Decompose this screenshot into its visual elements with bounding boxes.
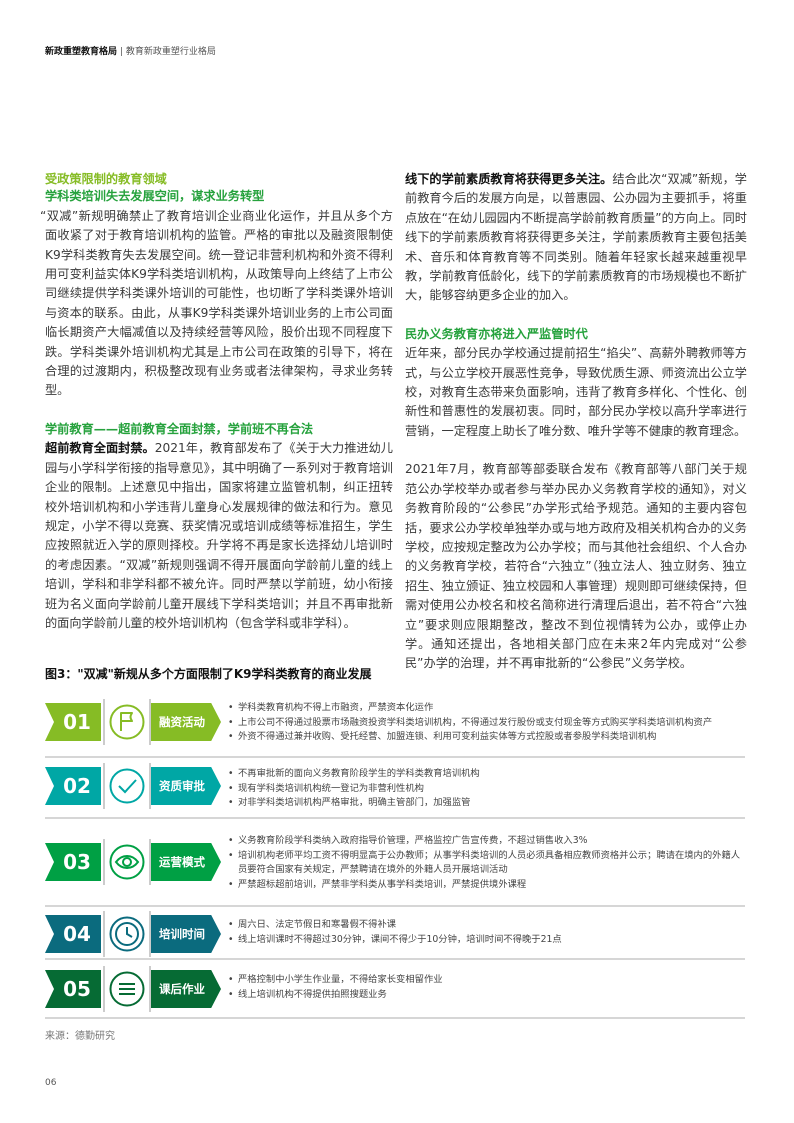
bullet: 线上培训机构不得提供拍照搜题业务 bbox=[228, 988, 748, 1003]
eye-icon bbox=[109, 844, 145, 880]
row-number: 04 bbox=[45, 915, 101, 953]
clock-icon bbox=[109, 916, 145, 952]
header-subtitle: 教育新政重塑行业格局 bbox=[125, 47, 216, 57]
flag-icon bbox=[109, 704, 145, 740]
paragraph: 线下的学前素质教育将获得更多关注。结合此次“双减”新规，学前教育今后的发展方向是… bbox=[405, 170, 747, 306]
header-section: 新政重塑教育格局 bbox=[45, 47, 118, 57]
check-icon bbox=[109, 768, 145, 804]
bullet: 义务教育阶段学科类纳入政府指导价管理，严格监控广告宣传费，不超过销售收入3% bbox=[228, 834, 748, 849]
bullet: 对非学科类培训机构严格审批，明确主管部门，加强监管 bbox=[228, 796, 748, 811]
bullet-list: 义务教育阶段学科类纳入政府指导价管理，严格监控广告宣传费，不超过销售收入3% 培… bbox=[228, 834, 748, 892]
section-heading: 民办义务教育亦将进入严监管时代 bbox=[405, 326, 588, 341]
bullet: 严禁超标超前培训，严禁非学科类从事学科类培训，严禁提供境外课程 bbox=[228, 878, 748, 893]
paragraph-text: 结合此次“双减”新规，学前教育今后的发展方向是，以普惠园、公办园为主要抓手，将重… bbox=[405, 172, 747, 303]
row-label: 资质审批 bbox=[151, 767, 221, 805]
paragraph: 2021年7月，教育部等部委联合发布《教育部等八部门关于规范公办学校举办或者参与… bbox=[405, 462, 747, 671]
bullet: 上市公司不得通过股票市场融资投资学科类培训机构，不得通过发行股份或支付现金等方式… bbox=[228, 716, 748, 731]
section-kicker: 受政策限制的教育领域 bbox=[45, 172, 167, 186]
bullet: 学科类教育机构不得上市融资，严禁资本化运作 bbox=[228, 701, 748, 716]
paragraph: 超前教育全面封禁。2021年，教育部发布了《关于大力推进幼儿园与小学科学衔接的指… bbox=[45, 439, 393, 633]
row-divider bbox=[45, 958, 745, 960]
row-label: 培训时间 bbox=[151, 915, 221, 953]
figure-source: 来源：德勤研究 bbox=[45, 1031, 115, 1042]
paragraph-lead: 超前教育全面封禁。 bbox=[45, 441, 155, 456]
row-label: 课后作业 bbox=[151, 970, 221, 1008]
bullet-list: 严格控制中小学生作业量，不得给家长变相留作业 线上培训机构不得提供拍照搜题业务 bbox=[228, 973, 748, 1002]
bullet-list: 不再审批新的面向义务教育阶段学生的学科类教育培训机构 现有学科类培训机构统一登记… bbox=[228, 767, 748, 811]
paragraph: 近年来，部分民办学校通过提前招生“掐尖”、高薪外聘教师等方式，与公立学校开展恶性… bbox=[405, 346, 747, 438]
row-divider bbox=[45, 756, 745, 758]
list-icon bbox=[109, 971, 145, 1007]
section-heading: 学科类培训失去发展空间，谋求业务转型 bbox=[45, 189, 265, 204]
header-separator: | bbox=[119, 47, 123, 57]
bullet: 周六日、法定节假日和寒暑假不得补课 bbox=[228, 918, 748, 933]
page-number: 06 bbox=[45, 1078, 57, 1088]
row-number: 05 bbox=[45, 970, 101, 1008]
row-number: 02 bbox=[45, 767, 101, 805]
bullet: 不再审批新的面向义务教育阶段学生的学科类教育培训机构 bbox=[228, 767, 748, 782]
row-label: 融资活动 bbox=[151, 703, 221, 741]
bullet-list: 周六日、法定节假日和寒暑假不得补课 线上培训课时不得超过30分钟，课间不得少于1… bbox=[228, 918, 748, 947]
paragraph-text: 2021年，教育部发布了《关于大力推进幼儿园与小学科学衔接的指导意见》，其中明确… bbox=[45, 441, 393, 630]
row-number: 03 bbox=[45, 843, 101, 881]
bullet: 严格控制中小学生作业量，不得给家长变相留作业 bbox=[228, 973, 748, 988]
bullet: 线上培训课时不得超过30分钟，课间不得少于10分钟，培训时间不得晚于21点 bbox=[228, 933, 748, 948]
section-heading: 学前教育——超前教育全面封禁，学前班不再合法 bbox=[45, 421, 314, 436]
row-number: 01 bbox=[45, 703, 101, 741]
bullet-list: 学科类教育机构不得上市融资，严禁资本化运作 上市公司不得通过股票市场融资投资学科… bbox=[228, 701, 748, 745]
running-header: 新政重塑教育格局 | 教育新政重塑行业格局 bbox=[45, 44, 216, 57]
left-column: 受政策限制的教育领域 学科类培训失去发展空间，谋求业务转型 “双减”新规明确禁止… bbox=[40, 170, 393, 633]
bullet: 培训机构老师平均工资不得明显高于公办教师；从事学科类培训的人员必须具备相应教师资… bbox=[228, 849, 748, 878]
bullet: 外资不得通过兼并收购、受托经营、加盟连锁、利用可变利益实体等方式控股或者参股学科… bbox=[228, 730, 748, 745]
paragraph: “双减”新规明确禁止了教育培训企业商业化运作，并且从多个方面收紧了对于教育培训机… bbox=[40, 208, 393, 398]
row-label: 运营模式 bbox=[151, 843, 221, 881]
row-divider bbox=[45, 817, 745, 819]
row-divider bbox=[45, 905, 745, 907]
paragraph-lead: 线下的学前素质教育将获得更多关注。 bbox=[405, 172, 613, 186]
right-column: 线下的学前素质教育将获得更多关注。结合此次“双减”新规，学前教育今后的发展方向是… bbox=[405, 170, 747, 674]
row-divider bbox=[45, 1017, 745, 1019]
bullet: 现有学科类培训机构统一登记为非营利性机构 bbox=[228, 782, 748, 797]
figure-title: 图3："双减"新规从多个方面限制了K9学科类教育的商业发展 bbox=[45, 667, 372, 681]
